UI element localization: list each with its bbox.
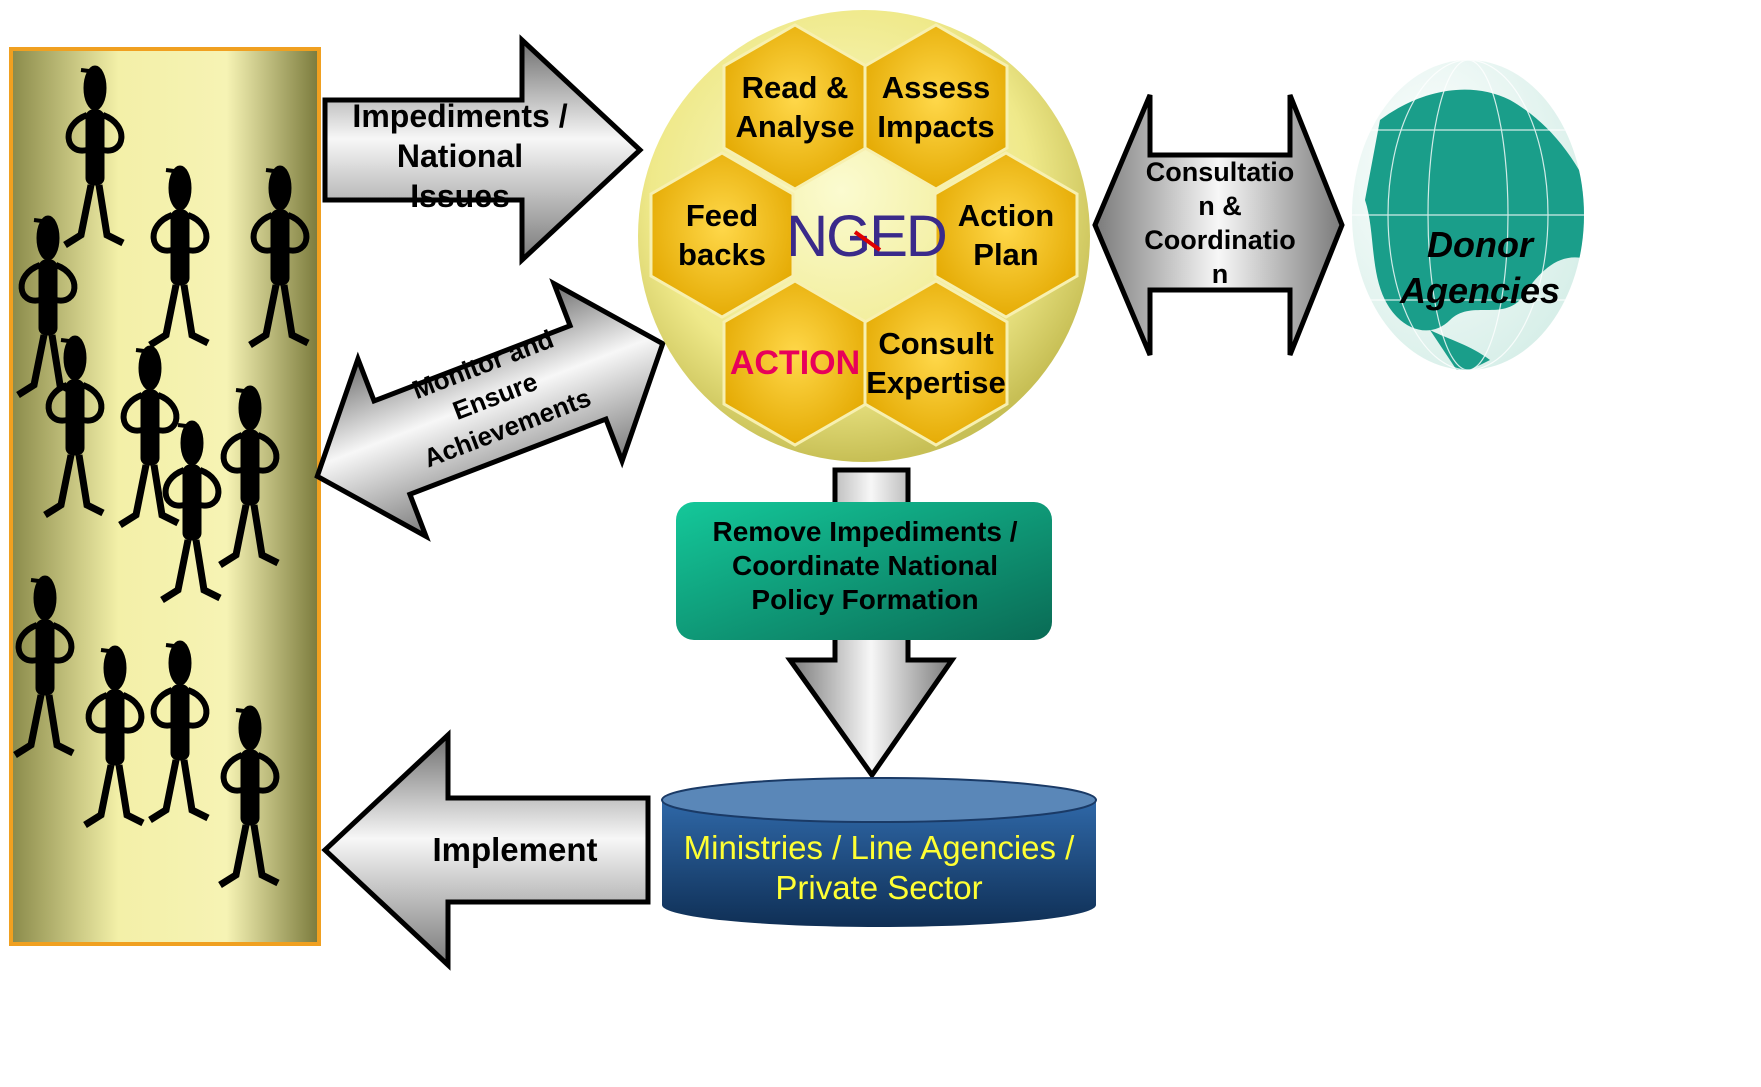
hex-action-plan xyxy=(933,151,1079,319)
person-figure xyxy=(160,420,222,603)
consultation-label: Consultatio n & Coordinatio n xyxy=(1144,157,1296,289)
hex-action-plan-label: Action Plan xyxy=(957,198,1055,272)
hex-action-label: ACTION xyxy=(729,343,861,382)
person-figure xyxy=(148,165,210,348)
implement-label: Implement xyxy=(432,831,598,868)
people-panel xyxy=(9,47,321,946)
policy-box-label: Remove Impediments / Coordinate National… xyxy=(712,516,1018,615)
donor-globe-icon xyxy=(1352,60,1584,370)
hex-feedbacks-label: Feed backs xyxy=(678,198,766,272)
person-figure xyxy=(148,640,210,823)
hex-read-analyse-label: Read & Analyse xyxy=(735,70,855,144)
monitor-arrow xyxy=(314,278,666,542)
person-figure xyxy=(218,705,280,888)
person-figure xyxy=(13,575,75,758)
person-figure xyxy=(83,645,145,828)
person-figure xyxy=(43,335,105,518)
nged-logo: NGED xyxy=(786,204,948,269)
policy-box xyxy=(676,502,1052,640)
implement-arrow xyxy=(321,729,651,971)
hex-feedbacks xyxy=(649,151,795,319)
hex-consult-expertise-label: Consult Expertise xyxy=(866,326,1006,400)
impediments-label: Impediments / National Issues xyxy=(352,98,568,214)
ministries-cylinder xyxy=(661,777,1097,927)
svg-text:NGED: NGED xyxy=(786,204,946,269)
ministries-label: Ministries / Line Agencies / Private Sec… xyxy=(683,829,1075,906)
hex-assess-impacts xyxy=(863,23,1009,191)
donor-agencies-label: Donor Agencies xyxy=(1399,224,1561,311)
impediments-arrow xyxy=(322,34,644,266)
hex-consult-expertise xyxy=(863,279,1009,447)
person-figure xyxy=(218,385,280,568)
person-figure xyxy=(118,345,180,528)
consultation-arrow xyxy=(1092,94,1345,356)
person-figure xyxy=(63,65,125,248)
person-figure xyxy=(248,165,310,348)
hex-assess-impacts-label: Assess Impacts xyxy=(877,70,995,144)
